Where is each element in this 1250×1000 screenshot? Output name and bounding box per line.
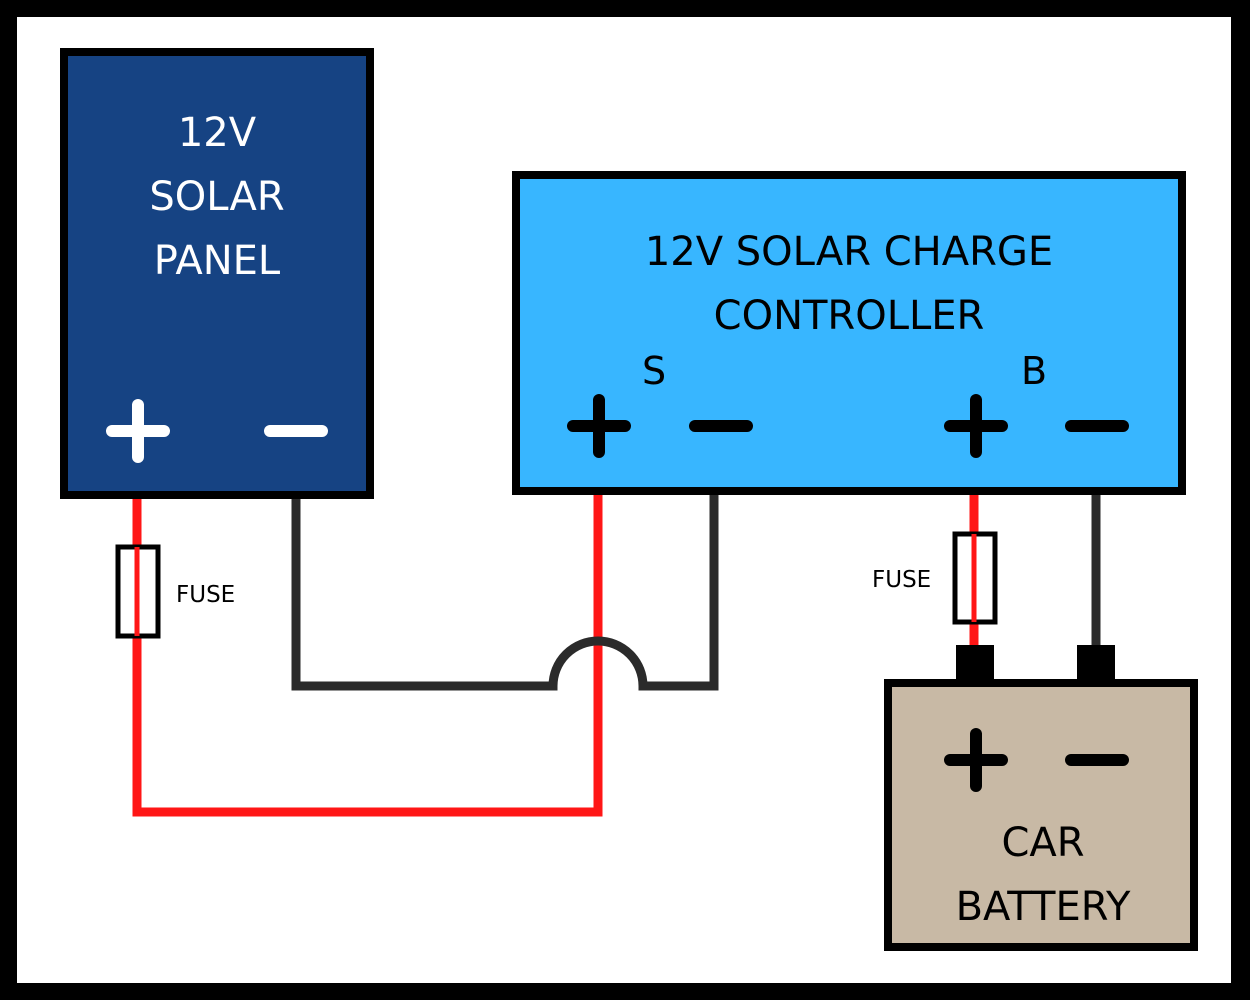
solar-panel-title-line2: SOLAR [149,174,284,220]
solar-panel: 12V SOLAR PANEL [60,48,374,499]
panel-fuse-label: FUSE [176,582,235,608]
controller-battery-positive-icon [944,394,1008,458]
charge-controller-title-line1: 12V SOLAR CHARGE [645,229,1053,275]
battery-positive-icon [944,728,1008,792]
car-battery-body [884,679,1198,951]
panel-fuse [115,544,161,639]
solar-panel-positive-icon [106,399,170,463]
battery-fuse-label: FUSE [872,567,931,593]
charge-controller-body [512,171,1186,495]
battery-negative-post [1077,645,1115,685]
car-battery-title-line2: BATTERY [956,884,1131,930]
solar-panel-title-line1: 12V [178,110,257,156]
wire-panel-negative-to-controller [291,495,719,691]
battery-positive-post [956,645,994,685]
controller-solar-positive-icon [567,394,631,458]
charge-controller-title-line2: CONTROLLER [714,293,985,339]
battery-fuse [952,531,998,625]
car-battery-title-line1: CAR [1001,820,1084,866]
charge-controller: 12V SOLAR CHARGE CONTROLLER S B [512,171,1186,495]
solar-panel-title-line3: PANEL [154,238,281,284]
wire-panel-positive-to-controller [132,495,603,817]
car-battery: CAR BATTERY [884,645,1198,951]
battery-terminal-label: B [1021,349,1047,393]
solar-panel-body [60,48,374,499]
solar-terminal-label: S [642,349,666,393]
